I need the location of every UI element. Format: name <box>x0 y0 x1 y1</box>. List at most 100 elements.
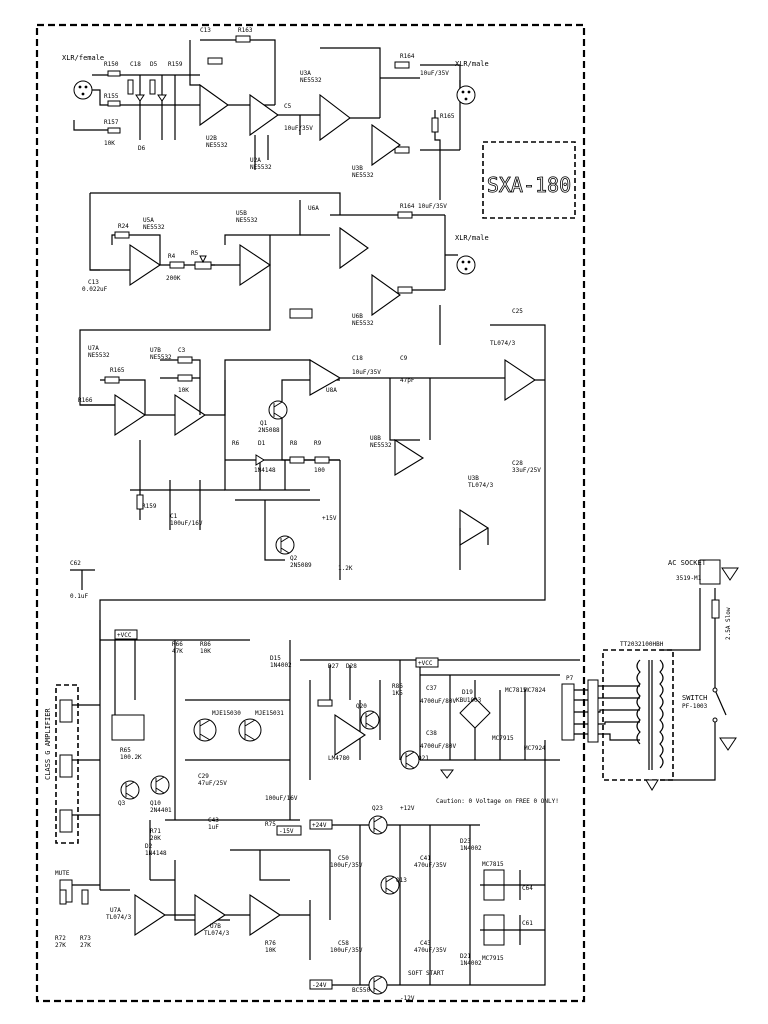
cv-label-12: 4700uF/80V <box>420 698 457 705</box>
opamp-u7a <box>114 393 146 437</box>
rv-label-10: 1K5 <box>392 690 403 697</box>
rail-tag-3: +VCC <box>418 660 433 667</box>
transformer-label: TT2032100HBH <box>620 641 664 648</box>
opamp-u5b <box>239 243 271 287</box>
input-section: XLR/female R150 R155 R157 10K C18 D5 R15… <box>62 27 489 200</box>
opamp-u6b-type: NE5532 <box>352 320 374 327</box>
opamp-u11a-label: U7A <box>110 907 121 914</box>
rv-label-7: 47K <box>172 648 183 655</box>
r-label-21: R86 <box>392 683 403 690</box>
rv-label-3: 10K <box>178 387 189 394</box>
transistor-q23 <box>368 975 388 995</box>
cv-label-17: 470uF/35V <box>414 862 447 869</box>
rv-label-9: 20K <box>150 835 161 842</box>
speaker-connector-1 <box>59 699 73 723</box>
r-label-18: R66 <box>172 641 183 648</box>
q12-type: MJE15031 <box>255 710 284 717</box>
input-resistors <box>107 70 156 134</box>
c-label-5: C3 <box>178 347 186 354</box>
c-label-13: C37 <box>426 685 437 692</box>
xlr-male-connector-1 <box>456 85 476 105</box>
xlr-female-connector <box>73 80 93 100</box>
rail-tag-2: -15V <box>279 828 294 835</box>
c-label-1: C18 <box>130 61 141 68</box>
side-text: CLASS G AMPLIFIER <box>44 708 52 780</box>
bridge-rectifier <box>459 697 491 729</box>
ss-label: SOFT START <box>408 970 445 977</box>
opamp-u6a-label: U6A <box>308 205 319 212</box>
transistor-q11 <box>193 718 217 742</box>
r-label-16: R159 <box>142 503 157 510</box>
cv-label-9: 0.1uF <box>70 593 88 600</box>
r-label-7: R165 <box>440 113 455 120</box>
r-label-24: R75 <box>265 821 276 828</box>
switch-ref: PF-1003 <box>682 703 708 710</box>
cv-label-10: 47uF/25V <box>198 780 227 787</box>
rail-label-2: +15V <box>322 515 337 522</box>
d-label-4: D15 <box>270 655 281 662</box>
xlr-male-connector-2 <box>456 255 476 275</box>
q20-label: Q20 <box>356 703 367 710</box>
c-label-16: C50 <box>338 855 349 862</box>
rv-label-8: 10K <box>200 648 211 655</box>
reg-label-2: MC7915 <box>492 735 514 742</box>
d-label-3: D1 <box>258 440 266 447</box>
r-label-25: R76 <box>265 940 276 947</box>
opamp-u2a <box>249 93 279 137</box>
r-label-4: R159 <box>168 61 183 68</box>
rv-label-12: 27K <box>80 942 91 949</box>
c-label-6: C18 <box>352 355 363 362</box>
speaker-connector-3 <box>59 809 73 833</box>
rv-label-13: 10K <box>265 947 276 954</box>
d-type-6: 1N4002 <box>460 960 482 967</box>
opamp-u6b <box>371 273 401 317</box>
reg-label-6: MC7915 <box>482 955 504 962</box>
switch-label: SWITCH <box>682 694 707 702</box>
d-type-2: 1N4002 <box>270 662 292 669</box>
opamp-u5a-label: U5A <box>143 217 154 224</box>
mute-label: MUTE <box>55 870 70 877</box>
opamp-u5b-type: NE5532 <box>236 217 258 224</box>
transistor-q2 <box>275 535 295 555</box>
cv-label-13: 4700uF/80V <box>420 743 457 750</box>
r-label-19: R86 <box>200 641 211 648</box>
rv-label-2: 200K <box>166 275 181 282</box>
cv-label-7: 33uF/25V <box>512 467 541 474</box>
c-label-15: C43 <box>208 817 219 824</box>
cv-label-8: 100uF/16V <box>170 520 203 527</box>
r-label-1: R150 <box>104 61 119 68</box>
cv-label-6: 47pF <box>400 377 415 384</box>
opamp-u10b-label: U3B <box>468 475 479 482</box>
r-label-5: R163 <box>238 27 253 34</box>
cv-label-3: 0.022uF <box>82 286 108 293</box>
cv-label-11: 100uF/16V <box>265 795 298 802</box>
c-label-7: C9 <box>400 355 408 362</box>
rail-tag-4: +24V <box>312 822 327 829</box>
cv-label-14: 1uF <box>208 824 219 831</box>
c-label-8: C25 <box>512 308 523 315</box>
ac-socket-label: AC SOCKET <box>668 559 707 567</box>
r-label-22: R72 <box>55 935 66 942</box>
opamp-u7a-type: NE5532 <box>88 352 110 359</box>
d-type-3: KBU1003 <box>456 697 482 704</box>
opamp-u7b-label: U7B <box>150 347 161 354</box>
rail-label-4: -12V <box>400 995 415 1002</box>
c-label-11: C62 <box>70 560 81 567</box>
pot-label: R5 <box>191 250 199 257</box>
opamp-u3b-type: NE5532 <box>352 172 374 179</box>
q2-type: 2N5089 <box>290 562 312 569</box>
opamp-u3a-label: U3A <box>300 70 311 77</box>
speaker-connector-2 <box>59 754 73 778</box>
cv-label-1: 10uF/35V <box>284 125 313 132</box>
c-label-3: C5 <box>284 103 292 110</box>
cv-label-15: 100uF/35V <box>330 862 363 869</box>
opamp-u11c <box>249 893 281 937</box>
c-label-20: C64 <box>522 885 533 892</box>
d-label-6: D28 <box>346 663 357 670</box>
r-label-9: R4 <box>168 253 176 260</box>
opamp-u7b-type: NE5532 <box>150 354 172 361</box>
c-label-10: C1 <box>170 513 178 520</box>
q2-label: Q2 <box>290 555 298 562</box>
transistor-q1 <box>268 400 288 420</box>
opamp-u11b-label: U7B <box>210 923 221 930</box>
